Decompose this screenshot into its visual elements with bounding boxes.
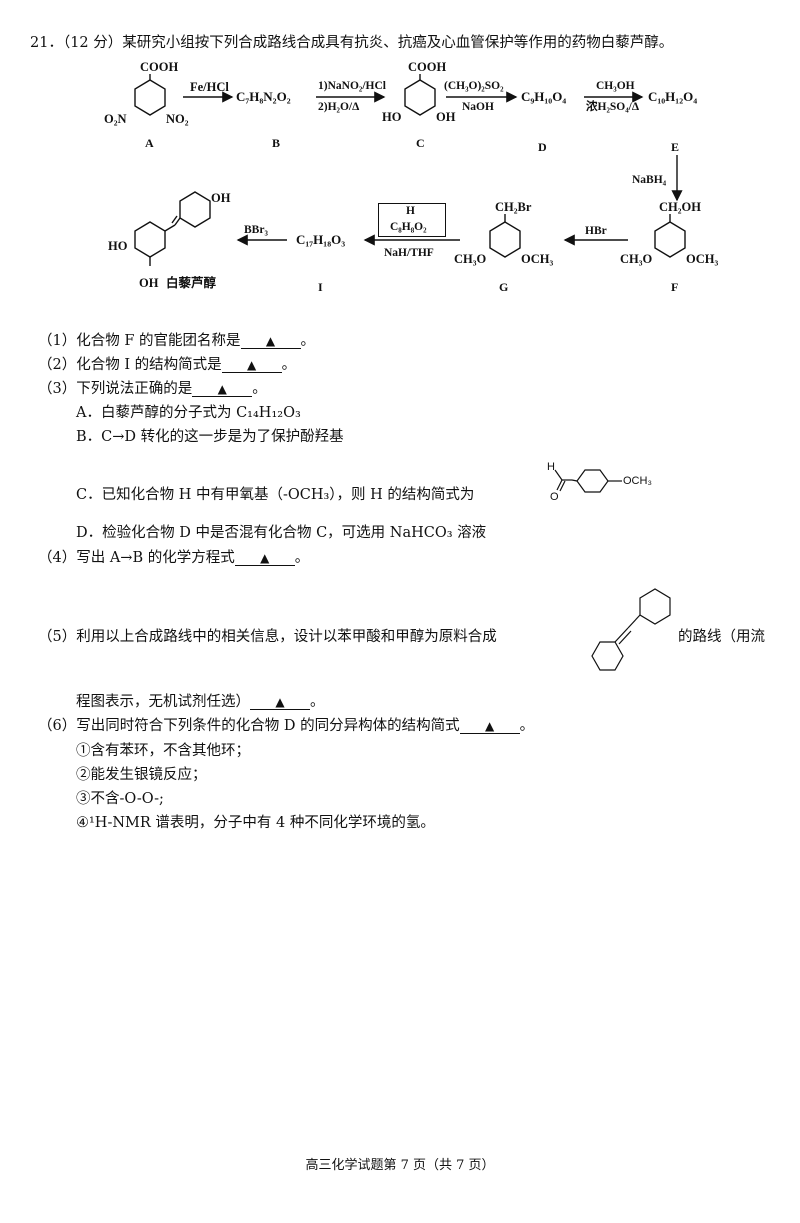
question-number: 21． (30, 35, 63, 51)
page-footer: 高三化学试题第 7 页（共 7 页） (305, 1158, 495, 1173)
compound-label-C: C (416, 136, 425, 150)
benzene-ring-product-1 (134, 221, 166, 258)
q2-text: （2）化合物 I 的结构简式是 (38, 357, 222, 373)
product-oh-left: HO (108, 239, 128, 253)
reagent-step3a: (CH₃O)₂SO₂ (444, 80, 504, 92)
period: 。 (300, 333, 316, 349)
product-oh-top: OH (211, 191, 231, 205)
stilbene-structure (639, 588, 671, 625)
option-C: C．已知化合物 H 中有甲氧基（-OCH₃），则 H 的结构简式为 (76, 487, 475, 503)
period: 。 (294, 550, 310, 566)
D-formula: C₉H₁₀O₄ (521, 89, 567, 104)
compound-label-I: I (318, 280, 323, 294)
reagent-H-box (378, 203, 446, 237)
question-header: 21．（12 分）某研究小组按下列合成路线合成具有抗炎、抗癌及心血管保护等作用的… (30, 34, 673, 52)
condition-4: ④¹H-NMR 谱表明，分子中有 4 种不同化学环境的氢。 (76, 815, 435, 831)
answer-blank-4[interactable]: ▲ (234, 551, 295, 566)
C-substituent-right: OH (436, 110, 456, 124)
answer-blank-1[interactable]: ▲ (240, 334, 301, 349)
question-2: （2）化合物 I 的结构简式是▲。 (38, 356, 296, 374)
reagent-step2b: 2)H₂O/Δ (318, 101, 360, 113)
q6-text: （6）写出同时符合下列条件的化合物 D 的同分异构体的结构简式 (38, 718, 460, 734)
option-D: D．检验化合物 D 中是否混有化合物 C，可选用 NaHCO₃ 溶液 (76, 525, 487, 541)
structure-O-atom: O (550, 491, 559, 503)
C-substituent-top: COOH (408, 60, 447, 74)
question-5-end: 程图表示，无机试剂任选）▲。 (76, 693, 325, 711)
question-5-text: （5）利用以上合成路线中的相关信息，设计以苯甲酸和甲醇为原料合成 (38, 629, 497, 645)
reagent-step1: Fe/HCl (190, 80, 229, 94)
reagent-step2a: 1)NaNO₂/HCl (318, 80, 386, 92)
period: 。 (281, 357, 297, 373)
A-substituent-left: O₂N (104, 112, 127, 126)
F-substituent-left: CH₃O (620, 252, 653, 266)
structure-OCH3: OCH₃ (623, 475, 652, 487)
option-A: A．白藜芦醇的分子式为 C₁₄H₁₂O₃ (76, 405, 301, 421)
q4-text: （4）写出 A→B 的化学方程式 (38, 550, 235, 566)
E-formula: C₁₀H₁₂O₄ (648, 89, 698, 104)
F-substituent-top: CH₂OH (659, 200, 701, 214)
question-3: （3）下列说法正确的是▲。 (38, 380, 267, 398)
I-formula: C₁₇H₁₈O₃ (296, 232, 346, 247)
period: 。 (252, 381, 267, 397)
q3-text: （3）下列说法正确的是 (38, 381, 193, 397)
C-substituent-left: HO (382, 110, 402, 124)
benzene-ring-A (134, 79, 166, 116)
condition-1: ①含有苯环，不含其他环； (76, 743, 250, 759)
period: 。 (519, 718, 535, 734)
benzene-ring-C (404, 79, 436, 116)
G-substituent-left: CH₃O (454, 252, 487, 266)
G-substituent-top: CH₂Br (495, 200, 532, 214)
product-name: 白藜芦醇 (166, 275, 217, 290)
B-formula: C₇H₈N₂O₂ (236, 89, 291, 104)
question-1: （1）化合物 F 的官能团名称是▲。 (38, 332, 315, 350)
question-4: （4）写出 A→B 的化学方程式▲。 (38, 549, 309, 567)
reagent-step4b: 浓H₂SO₄/Δ (586, 101, 640, 113)
benzene-ring-product-2 (179, 191, 211, 228)
option-B: B．C→D 转化的这一步是为了保护酚羟基 (76, 429, 344, 445)
answer-blank-3[interactable]: ▲ (192, 382, 253, 397)
compound-label-E: E (671, 140, 680, 154)
G-substituent-right: OCH₃ (521, 252, 554, 266)
answer-blank-2[interactable]: ▲ (221, 358, 282, 373)
A-substituent-right: NO₂ (166, 112, 189, 126)
question-5-text-cont: 的路线（用流 (678, 629, 765, 645)
compound-label-D: D (538, 140, 547, 154)
structure-H-atom: H (547, 461, 555, 473)
answer-blank-6[interactable]: ▲ (459, 719, 520, 734)
compound-label-F: F (671, 280, 679, 294)
reagent-step8: BBr₃ (244, 224, 268, 236)
q5c-text: 程图表示，无机试剂任选） (76, 694, 250, 710)
compound-label-G: G (499, 280, 509, 294)
reagent-H-formula: C₈H₈O₂ (390, 221, 427, 233)
period: 。 (310, 694, 325, 710)
benzene-ring-F (654, 221, 686, 258)
question-6: （6）写出同时符合下列条件的化合物 D 的同分异构体的结构简式▲。 (38, 717, 534, 735)
benzene-ring-G (489, 221, 521, 258)
compound-label-A: A (145, 136, 154, 150)
condition-2: ②能发生银镜反应； (76, 767, 207, 783)
synthesis-scheme (134, 74, 686, 266)
q1-text: （1）化合物 F 的官能团名称是 (38, 333, 241, 349)
condition-3: ③不含-O-O-; (76, 791, 164, 807)
reagent-H-label: H (406, 205, 415, 217)
reagent-step5: NaBH₄ (632, 174, 667, 186)
product-oh-bottom: OH (139, 276, 159, 290)
F-substituent-right: OCH₃ (686, 252, 719, 266)
reagent-step7-conditions: NaH/THF (384, 247, 434, 259)
question-intro: （12 分）某研究小组按下列合成路线合成具有抗炎、抗癌及心血管保护等作用的药物白… (62, 35, 674, 51)
answer-blank-5[interactable]: ▲ (250, 695, 310, 710)
A-substituent-top: COOH (140, 60, 179, 74)
reagent-step3b: NaOH (462, 101, 494, 113)
reagent-step6: HBr (585, 225, 607, 237)
compound-label-B: B (272, 136, 281, 150)
reagent-step4a: CH₃OH (596, 80, 635, 92)
